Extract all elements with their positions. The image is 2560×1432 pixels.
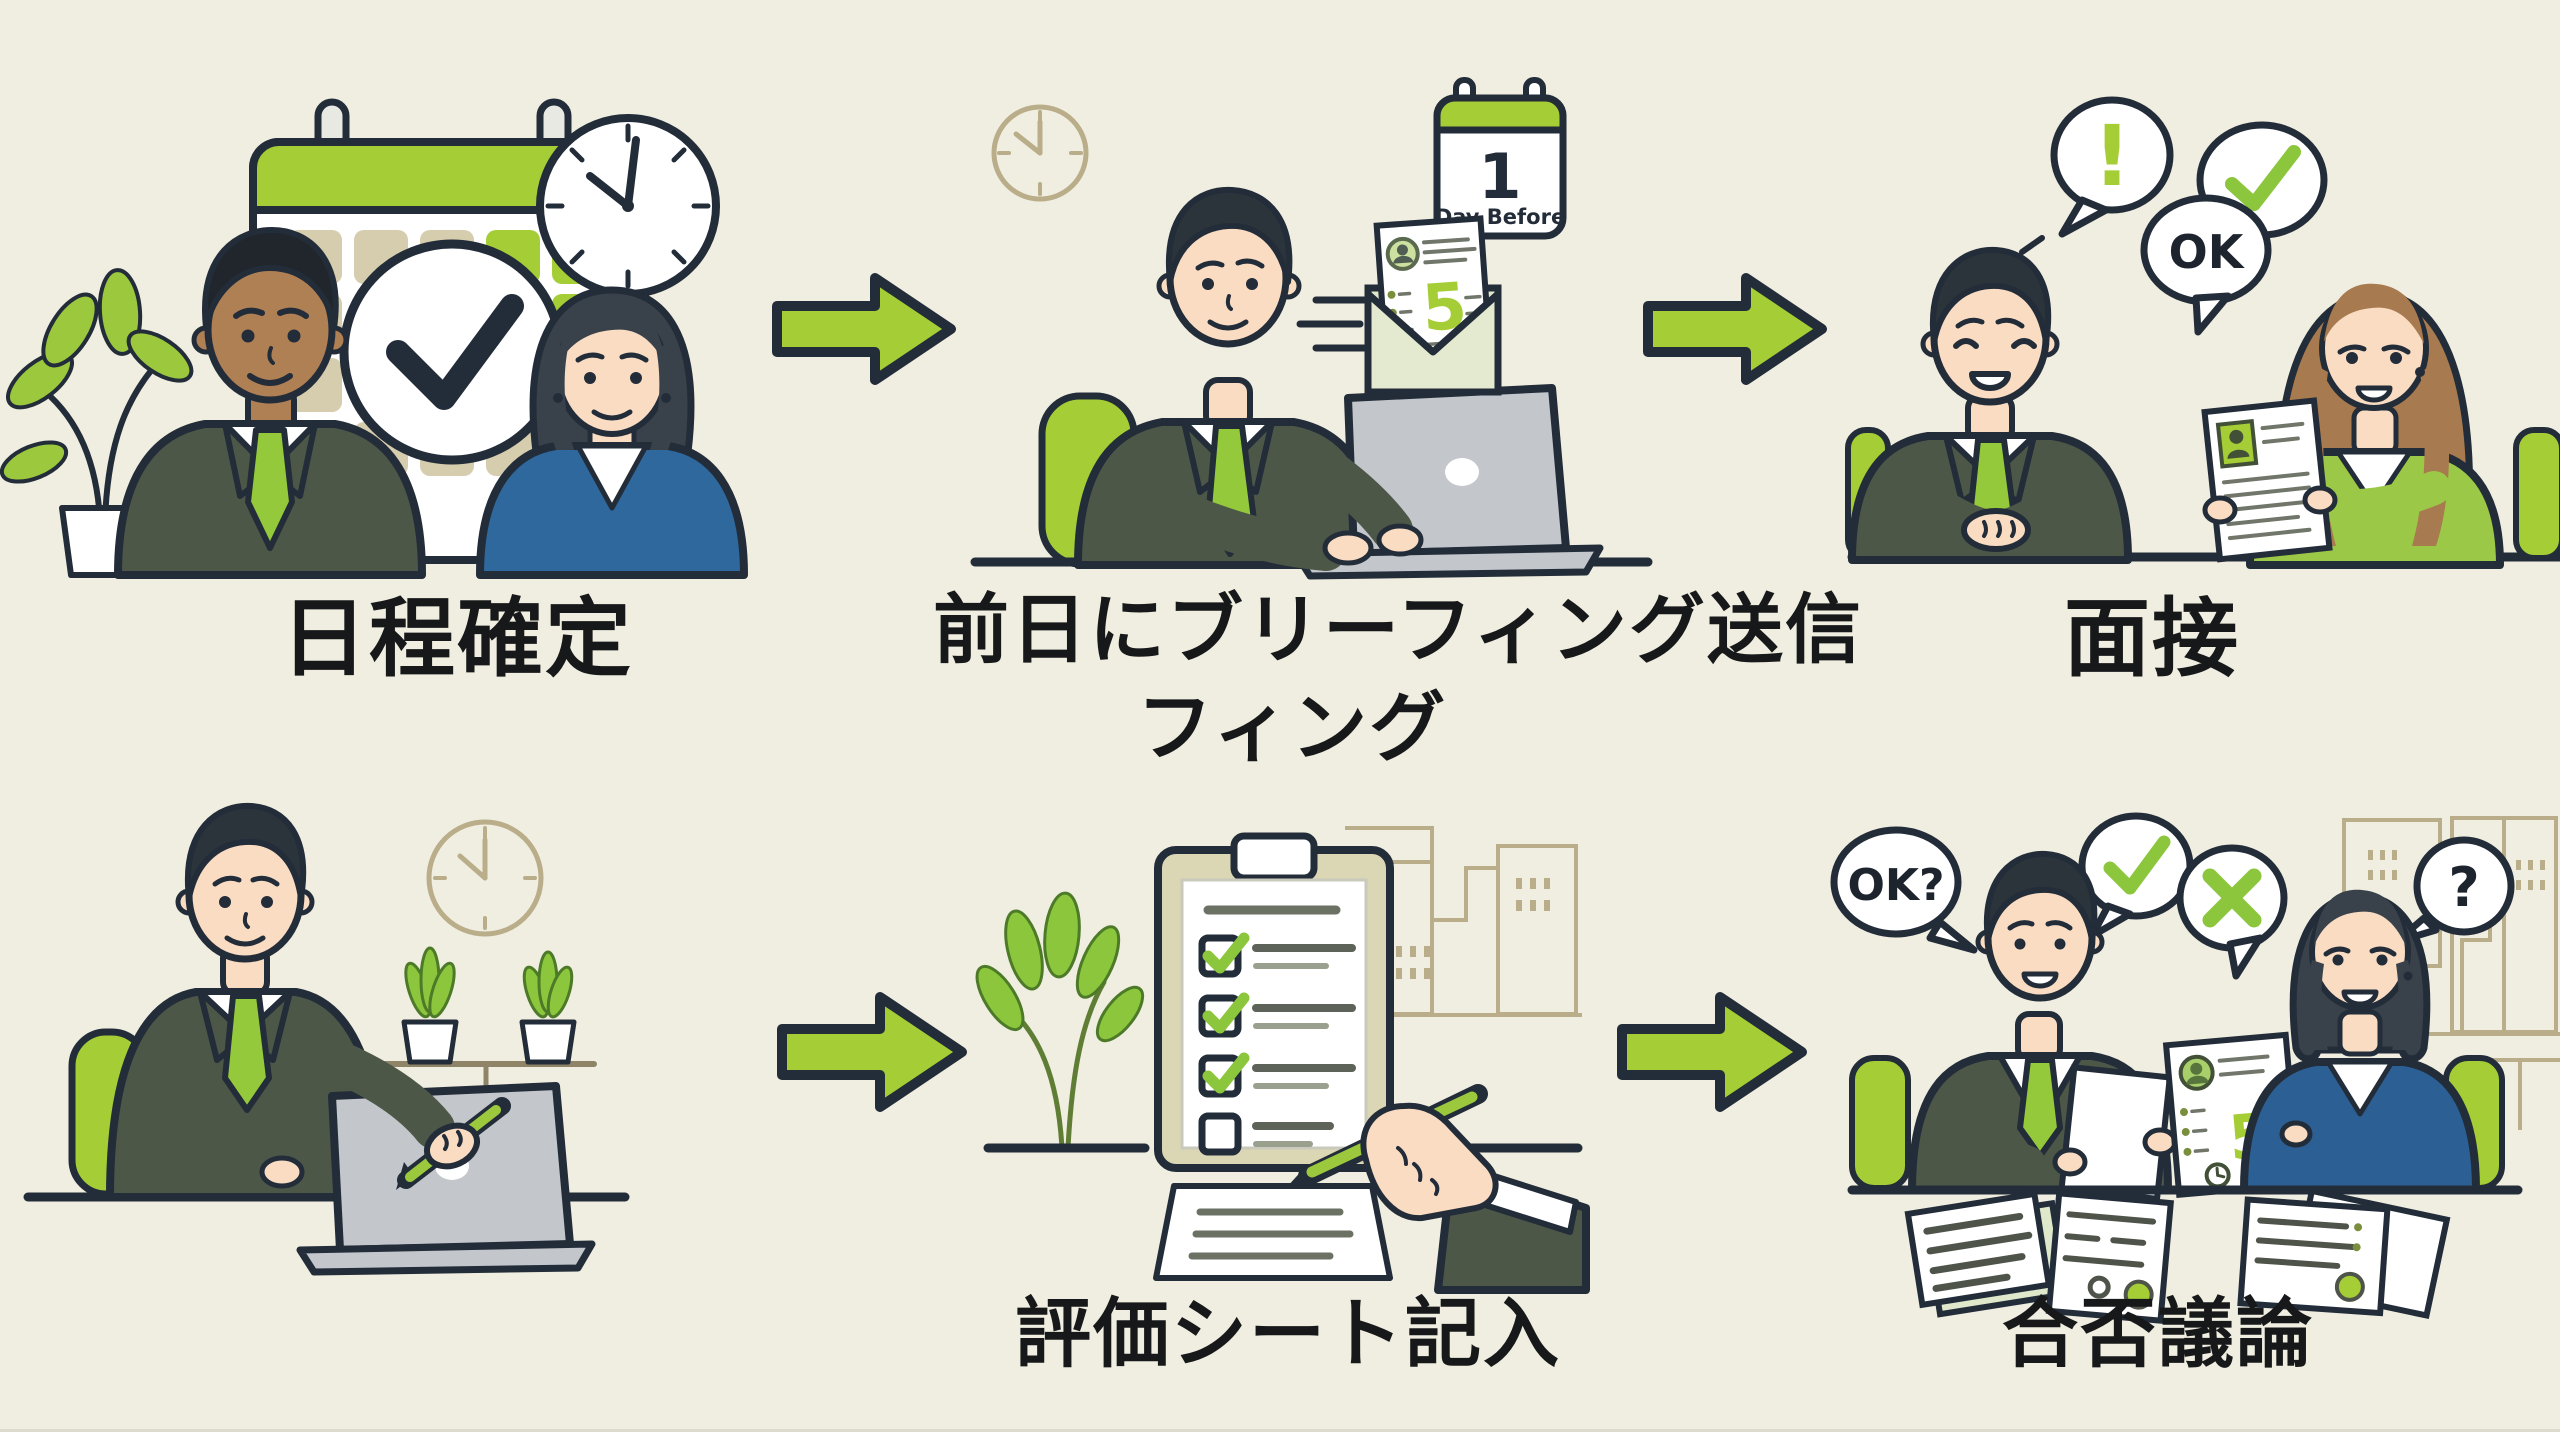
clock-icon	[536, 114, 720, 298]
documents-icon	[1904, 1187, 2451, 1324]
person-female-lime-jacket	[2201, 283, 2504, 569]
clock-icon	[426, 819, 544, 937]
speech-bubble-ok-question: OK?	[1830, 826, 1978, 954]
panel-briefing-illustration: 1 Day Before 5	[970, 77, 1653, 580]
exclaim-text: !	[2093, 107, 2131, 205]
step-caption-schedule: 日程確定	[281, 589, 633, 689]
question-text: ?	[2448, 856, 2479, 919]
person-male-dark-skin	[114, 227, 426, 579]
plant-icon	[975, 891, 1145, 1151]
calendar-day-number: 1	[1478, 140, 1521, 213]
motion-lines	[1296, 296, 1368, 352]
checkbox-icon	[1198, 1112, 1242, 1156]
speech-bubble-ok: OK	[2140, 194, 2272, 336]
check-icon	[386, 294, 524, 410]
panel-schedule-illustration	[0, 98, 748, 579]
person-female-discussing	[2240, 889, 2480, 1194]
check-icon	[2103, 835, 2171, 895]
speech-bubble-exclaim: !	[2050, 96, 2174, 238]
step-caption-briefing-line1: 前日にブリーフィング送信	[933, 585, 1863, 674]
green-tie	[245, 427, 295, 551]
ok-text: OK	[2169, 225, 2246, 279]
writing-arm	[139, 1037, 511, 1190]
ok-question-text: OK?	[1847, 860, 1944, 911]
arrow-right-icon	[1643, 273, 1827, 385]
step-caption-decision: 合否議論	[2002, 1289, 2314, 1378]
typing-arms	[1129, 447, 1424, 571]
clipboard-clip	[1230, 832, 1318, 882]
panel-writing-illustration	[23, 802, 630, 1276]
panel-evaluation-illustration	[975, 826, 1590, 1294]
envelope-icon: 5	[1364, 215, 1502, 396]
speech-bubble-check	[2078, 812, 2194, 940]
cross-icon	[2202, 868, 2262, 928]
green-tie	[2017, 1057, 2063, 1159]
person-female-blue-blazer	[476, 286, 748, 579]
check-icon	[2225, 145, 2301, 211]
panel-interview-illustration: ! OK	[1845, 96, 2560, 569]
person-male-discussing	[1908, 850, 2178, 1203]
step-caption-interview: 面接	[2064, 589, 2240, 689]
check-icon	[1202, 932, 1250, 974]
hand-with-pen	[1286, 1084, 1590, 1294]
person-male-candidate	[1848, 246, 2132, 564]
speech-bubble-cross	[2176, 844, 2288, 980]
arrow-right-icon	[777, 992, 967, 1112]
office-chair	[2513, 427, 2560, 561]
check-circle	[339, 239, 565, 465]
step-caption-briefing-line2: フィング	[1136, 683, 1448, 772]
resume-icon	[2201, 397, 2333, 563]
calendar-icon: 1 Day Before	[1433, 77, 1567, 240]
speech-bubble-question: ?	[2392, 836, 2515, 946]
arrow-right-icon	[772, 273, 956, 385]
check-icon	[1202, 992, 1250, 1034]
green-tie	[222, 993, 272, 1113]
office-chair	[1849, 1055, 1911, 1191]
clipboard-icon	[1154, 832, 1394, 1172]
check-icon	[1202, 1052, 1250, 1094]
panel-decision-illustration: OK? ?	[1830, 812, 2560, 1324]
person-male-writing	[106, 802, 386, 1201]
arrow-right-icon	[1617, 992, 1807, 1112]
paper-sheet	[1153, 1183, 1393, 1281]
step-caption-evaluation: 評価シート記入	[1015, 1289, 1561, 1378]
clock-icon	[991, 104, 1089, 202]
